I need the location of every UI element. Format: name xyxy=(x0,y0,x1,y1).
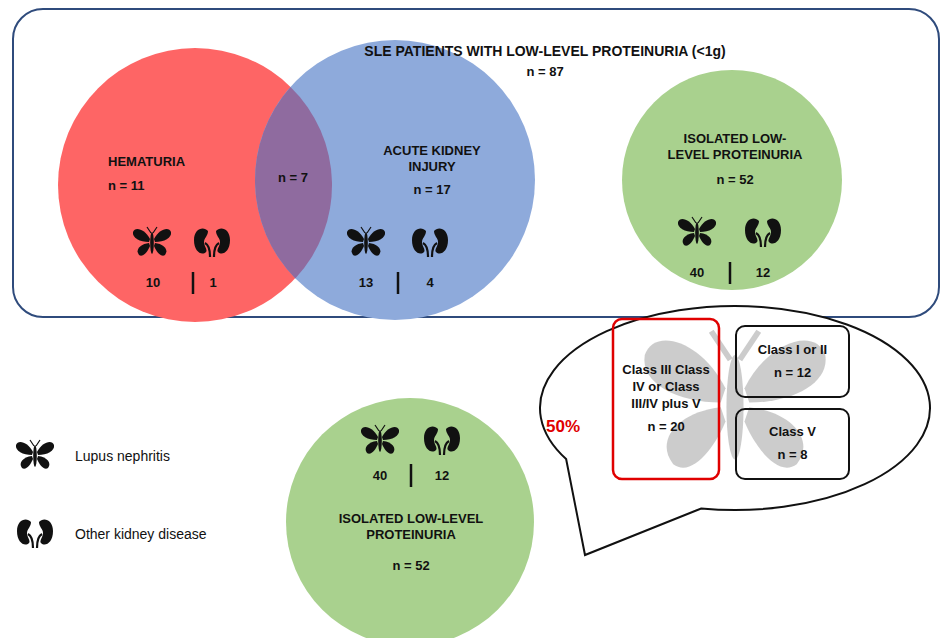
circle-fill xyxy=(286,398,534,638)
bubble-outline xyxy=(540,306,930,555)
box-outline xyxy=(736,409,849,479)
legend-label: Other kidney disease xyxy=(75,526,207,542)
group-label: ACUTE KIDNEY INJURY xyxy=(373,143,491,176)
node-outline xyxy=(539,305,931,511)
class-label: Class V xyxy=(769,424,816,441)
class-box: Class III Class IV or Class III/IV plus … xyxy=(612,318,720,480)
circle-fill xyxy=(58,48,332,322)
group-circle: ISOLATED LOW-LEVEL PROTEINURIA n = 52 40 12 xyxy=(622,70,842,290)
group-label: ISOLATED LOW-LEVEL PROTEINURIA xyxy=(665,131,805,164)
count-label: n = 8 xyxy=(778,447,808,464)
separator xyxy=(729,262,732,284)
count-label: 40 xyxy=(690,265,704,281)
count-label: 10 xyxy=(146,275,160,291)
box-outline xyxy=(736,326,849,397)
count-label: n = 20 xyxy=(647,419,684,436)
speech-bubble: 50% Class III Class IV or Class III/IV pl… xyxy=(539,305,931,511)
separator xyxy=(397,272,400,294)
group-label: 50% xyxy=(546,416,580,437)
frame-box: SLE PATIENTS WITH LOW-LEVEL PROTEINURIA … xyxy=(12,8,940,318)
group-label: n = 7 xyxy=(278,170,308,186)
count-label: 12 xyxy=(435,468,449,484)
box-outline xyxy=(613,319,719,479)
class-box: Class I or II n = 12 xyxy=(735,325,850,398)
group-circle: HEMATURIA n = 11 10 1 xyxy=(58,48,332,322)
count-label: 4 xyxy=(426,275,433,291)
count-label: n = 52 xyxy=(392,558,429,574)
separator xyxy=(410,464,413,487)
count-label: 13 xyxy=(359,275,373,291)
separator xyxy=(192,272,195,294)
legend-lupus-icon xyxy=(16,440,54,469)
group-label: HEMATURIA xyxy=(108,154,185,170)
circle-fill xyxy=(622,70,842,290)
count-label: n = 17 xyxy=(413,182,450,198)
class-label: Class III Class IV or Class III/IV plus … xyxy=(618,362,714,413)
node-outline xyxy=(58,48,332,322)
count-label: ISOLATED LOW-LEVEL PROTEINURIA xyxy=(336,511,486,544)
count-label: 12 xyxy=(756,265,770,281)
group-circle: 40 12ISOLATED LOW-LEVEL PROTEINURIA n = 52 xyxy=(286,398,534,638)
overlap-region: n = 7 xyxy=(255,87,332,279)
legend-kidney-icon xyxy=(17,519,53,548)
circle-fill xyxy=(255,40,535,320)
group-label: SLE PATIENTS WITH LOW-LEVEL PROTEINURIA … xyxy=(364,43,725,61)
group-label: 40 xyxy=(373,468,387,484)
count-label: n = 87 xyxy=(526,64,563,80)
node-outline xyxy=(735,325,850,398)
count-label: n = 52 xyxy=(716,172,753,188)
legend-label: Lupus nephritis xyxy=(75,448,170,464)
count-label: n = 11 xyxy=(108,178,145,194)
node-outline xyxy=(735,408,850,480)
count-label: 1 xyxy=(209,275,216,291)
count-label: n = 12 xyxy=(774,365,811,382)
class-box: Class V n = 8 xyxy=(735,408,850,480)
class-label: Class I or II xyxy=(758,342,827,359)
